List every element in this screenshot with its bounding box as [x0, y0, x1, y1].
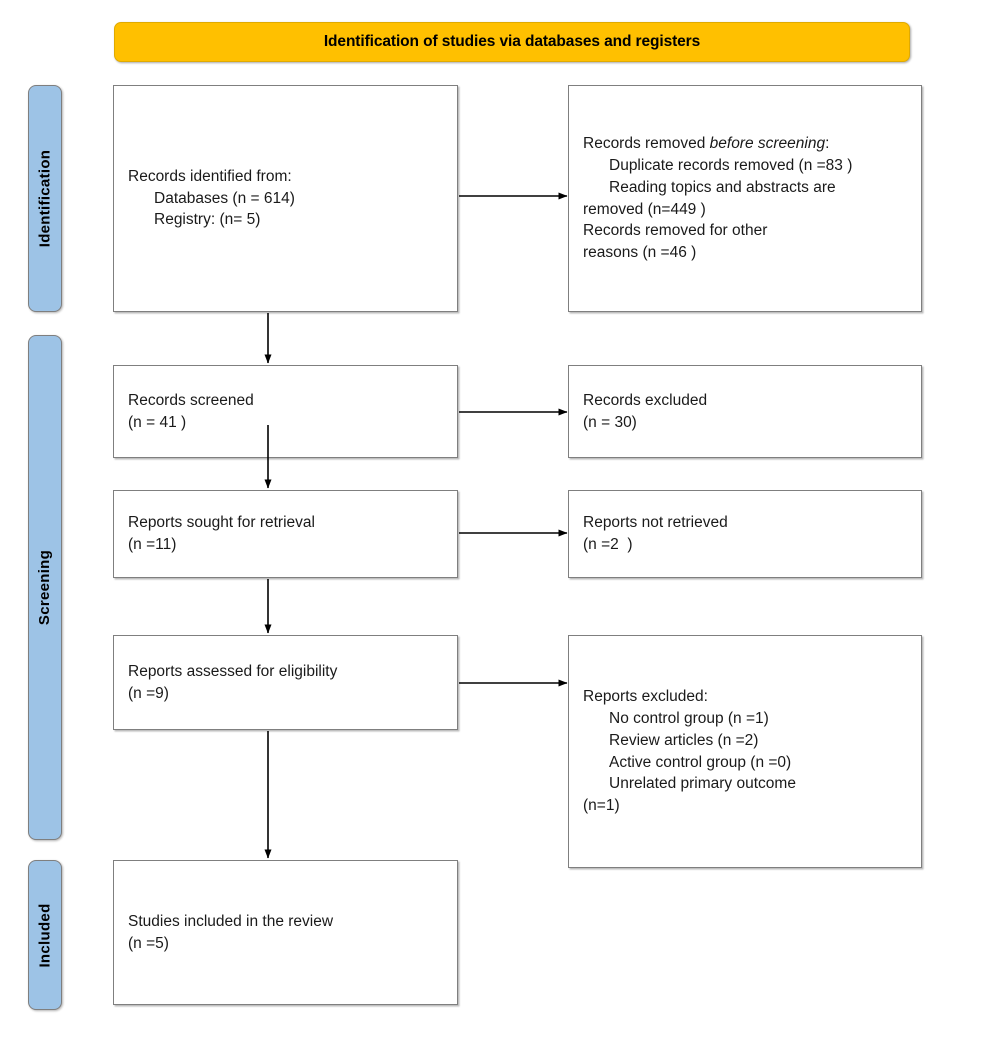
reports-excluded-line-4: Active control group (n =0)	[609, 753, 792, 771]
records-excluded-line-2: (n = 30)	[583, 413, 637, 431]
records-screened-line-1: Records screened	[128, 391, 254, 409]
reports-excluded-line-6: (n=1)	[583, 796, 620, 814]
box-reports-sought-for-retrieval: Reports sought for retrieval (n =11)	[113, 490, 458, 578]
phase-label-included-text: Included	[36, 902, 54, 968]
box-reports-assessed-for-eligibility: Reports assessed for eligibility (n =9)	[113, 635, 458, 730]
records-removed-line-3: Reading topics and abstracts are	[609, 178, 836, 196]
reports-excluded-line-2: No control group (n =1)	[609, 710, 769, 728]
records-removed-line-1-prefix: Records removed	[583, 135, 710, 153]
box-records-screened: Records screened (n = 41 )	[113, 365, 458, 458]
studies-included-line-1: Studies included in the review	[128, 912, 334, 930]
reports-not-retrieved-line-1: Reports not retrieved	[583, 514, 728, 532]
records-removed-line-2: Duplicate records removed (n =83 )	[609, 157, 853, 175]
reports-not-retrieved-line-2: (n =2 )	[583, 536, 633, 553]
records-identified-line-1: Records identified from:	[128, 167, 292, 185]
reports-assessed-line-1: Reports assessed for eligibility	[128, 662, 338, 680]
box-records-identified: Records identified from: Databases (n = …	[113, 85, 458, 312]
box-studies-included: Studies included in the review (n =5)	[113, 860, 458, 1005]
box-records-removed-before-screening: Records removed before screening: Duplic…	[568, 85, 922, 312]
records-excluded-line-1: Records excluded	[583, 391, 708, 409]
records-identified-line-2: Databases (n = 614)	[154, 189, 295, 207]
reports-sought-line-2: (n =11)	[128, 536, 177, 553]
records-removed-line-1-suffix: :	[825, 135, 830, 153]
reports-assessed-line-2: (n =9)	[128, 684, 169, 702]
records-removed-line-4: removed (n=449 )	[583, 200, 706, 218]
records-removed-line-1-italic: before screening	[709, 135, 826, 153]
records-removed-line-5: Records removed for other	[583, 222, 768, 240]
studies-included-line-2: (n =5)	[128, 934, 169, 952]
phase-label-included: Included	[28, 860, 62, 1010]
phase-label-identification: Identification	[28, 85, 62, 312]
box-records-excluded: Records excluded (n = 30)	[568, 365, 922, 458]
reports-sought-line-1: Reports sought for retrieval	[128, 514, 315, 532]
phase-label-screening: Screening	[28, 335, 62, 840]
reports-excluded-line-1: Reports excluded:	[583, 688, 708, 706]
reports-excluded-line-3: Review articles (n =2)	[609, 731, 759, 749]
diagram-title: Identification of studies via databases …	[323, 33, 701, 50]
records-removed-line-6: reasons (n =46 )	[583, 243, 697, 261]
phase-label-identification-text: Identification	[36, 149, 54, 248]
records-identified-line-3: Registry: (n= 5)	[154, 211, 261, 229]
box-reports-not-retrieved: Reports not retrieved (n =2 )	[568, 490, 922, 578]
records-removed-line-1: Records removed before screening:	[583, 133, 907, 155]
reports-excluded-line-5: Unrelated primary outcome	[609, 775, 796, 793]
phase-label-screening-text: Screening	[36, 549, 54, 626]
records-screened-line-2: (n = 41 )	[128, 413, 187, 431]
box-reports-excluded: Reports excluded: No control group (n =1…	[568, 635, 922, 868]
diagram-title-banner: Identification of studies via databases …	[114, 22, 910, 62]
